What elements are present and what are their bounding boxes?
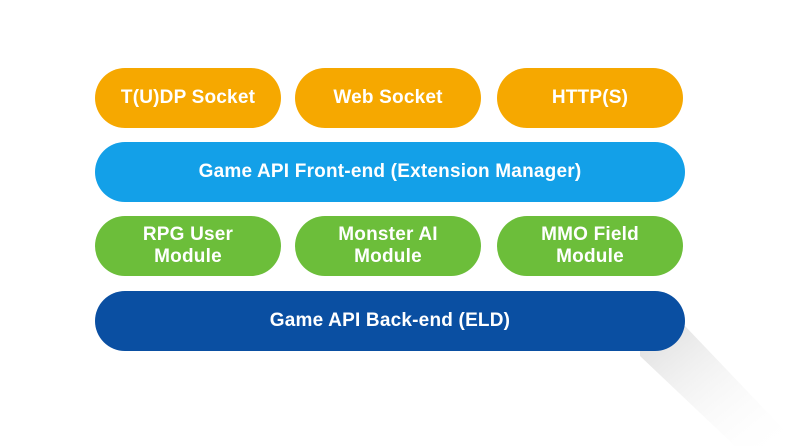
back-end-label: Game API Back-end (ELD)	[269, 310, 511, 331]
https-label: HTTP(S)	[551, 87, 629, 108]
web-socket-box: Web Socket	[295, 68, 481, 128]
rpg-user-module-box: RPG User Module	[95, 216, 281, 276]
tudp-socket-box: T(U)DP Socket	[95, 68, 281, 128]
web-socket-label: Web Socket	[333, 87, 443, 108]
back-end-box: Game API Back-end (ELD)	[95, 291, 685, 351]
https-box: HTTP(S)	[497, 68, 683, 128]
rpg-user-module-label: RPG User Module	[142, 224, 234, 267]
monster-ai-module-box: Monster AI Module	[295, 216, 481, 276]
front-end-box: Game API Front-end (Extension Manager)	[95, 142, 685, 202]
front-end-label: Game API Front-end (Extension Manager)	[198, 161, 582, 182]
tudp-socket-label: T(U)DP Socket	[120, 87, 256, 108]
mmo-field-module-box: MMO Field Module	[497, 216, 683, 276]
monster-ai-module-label: Monster AI Module	[338, 224, 438, 267]
mmo-field-module-label: MMO Field Module	[541, 224, 639, 267]
